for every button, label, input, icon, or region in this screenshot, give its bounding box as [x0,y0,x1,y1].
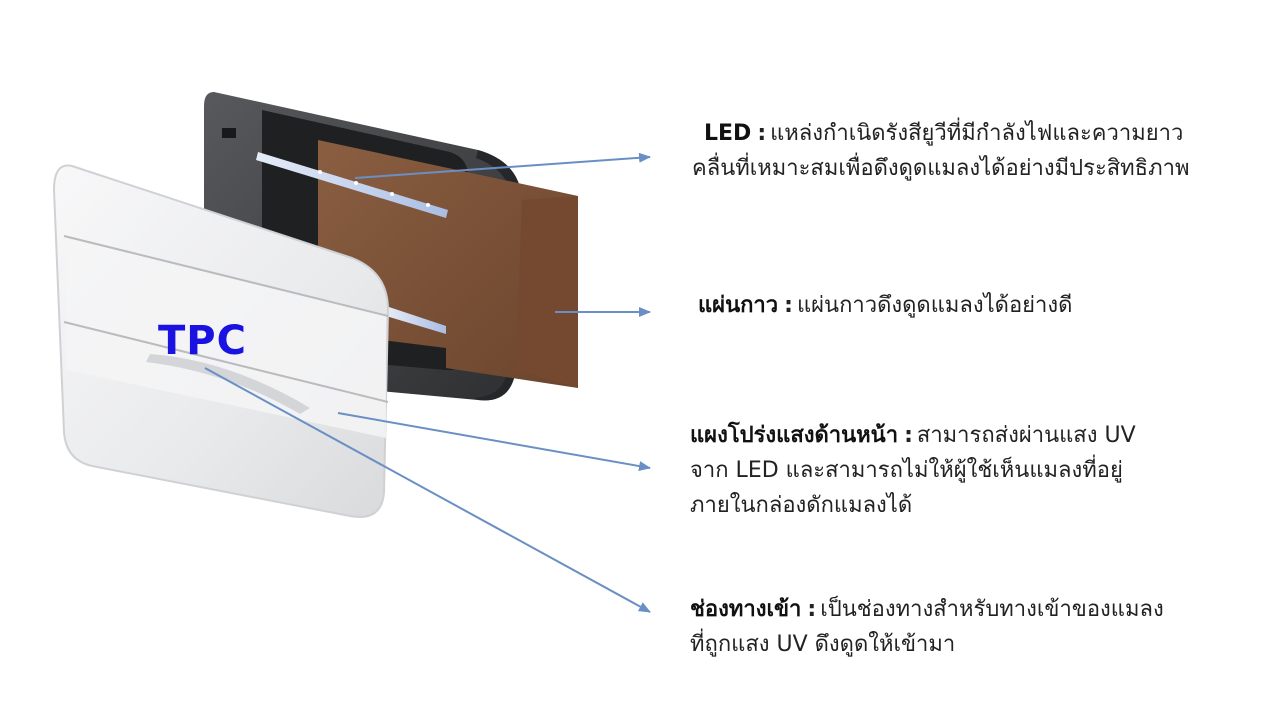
callout-front-panel-line-2: จาก LED และสามารถไม่ให้ผู้ใช้เห็นแมลงที่… [690,458,1123,483]
callout-led-colon: : [757,121,767,146]
arrow-front-panel [337,412,651,472]
arrow-entrance [204,367,651,613]
product-label: TPC [158,318,247,364]
callout-entrance-term: ช่องทางเข้า [690,597,802,622]
led-dot [318,170,322,174]
led-strip-top [256,152,448,218]
callout-glue-board-colon: : [784,293,793,318]
led-strip-bottom [386,306,446,334]
callout-front-panel-colon: : [904,423,913,448]
callout-led-line-2: คลื่นที่เหมาะสมเพื่อดึงดูดแมลงได้อย่างมี… [692,156,1190,181]
callout-entrance: ช่องทางเข้า:เป็นช่องทางสำหรับทางเข้าของแ… [690,592,1164,662]
callout-entrance-colon: : [807,597,817,622]
callout-glue-board-text: แผ่นกาวดึงดูดแมลงได้อย่างดี [796,293,1073,318]
callout-led-line-1: LED:แหล่งกำเนิดรังสียูวีที่มีกำลังไฟและค… [704,116,1189,151]
callout-entrance-line-2: ที่ถูกแสง UV ดึงดูดให้เข้ามา [690,632,956,657]
led-dot [426,203,430,207]
callout-glue-board-line-1: แผ่นกาว:แผ่นกาวดึงดูดแมลงได้อย่างดี [698,288,1072,323]
mount-slot [222,128,236,138]
callout-entrance-line-1: ช่องทางเข้า:เป็นช่องทางสำหรับทางเข้าของแ… [690,592,1164,627]
callout-front-panel-line-3: ภายในกล่องดักแมลงได้ [690,493,913,518]
arrow-led [354,152,651,179]
callout-led: LED:แหล่งกำเนิดรังสียูวีที่มีกำลังไฟและค… [692,116,1189,186]
callout-led-term: LED [704,121,752,146]
panel-seam [63,321,389,403]
callout-front-panel: แผงโปร่งแสงด้านหน้า:สามารถส่งผ่านแสง UV … [690,418,1136,523]
callout-glue-board-term: แผ่นกาว [698,293,779,318]
callout-entrance-text: เป็นช่องทางสำหรับทางเข้าของแมลง [820,597,1164,622]
glue-board-edge [516,196,578,388]
callout-front-panel-text: สามารถส่งผ่านแสง UV [916,423,1136,448]
callout-front-panel-line-1: แผงโปร่งแสงด้านหน้า:สามารถส่งผ่านแสง UV [690,418,1136,453]
callout-glue-board: แผ่นกาว:แผ่นกาวดึงดูดแมลงได้อย่างดี [698,288,1072,323]
panel-seam [63,235,389,317]
led-dot [390,192,394,196]
callout-led-text: แหล่งกำเนิดรังสียูวีที่มีกำลังไฟและความย… [770,121,1184,146]
entrance-slot [146,354,310,414]
callout-front-panel-term: แผงโปร่งแสงด้านหน้า [690,423,899,448]
led-dot [354,181,358,185]
front-panel-window [66,236,386,438]
